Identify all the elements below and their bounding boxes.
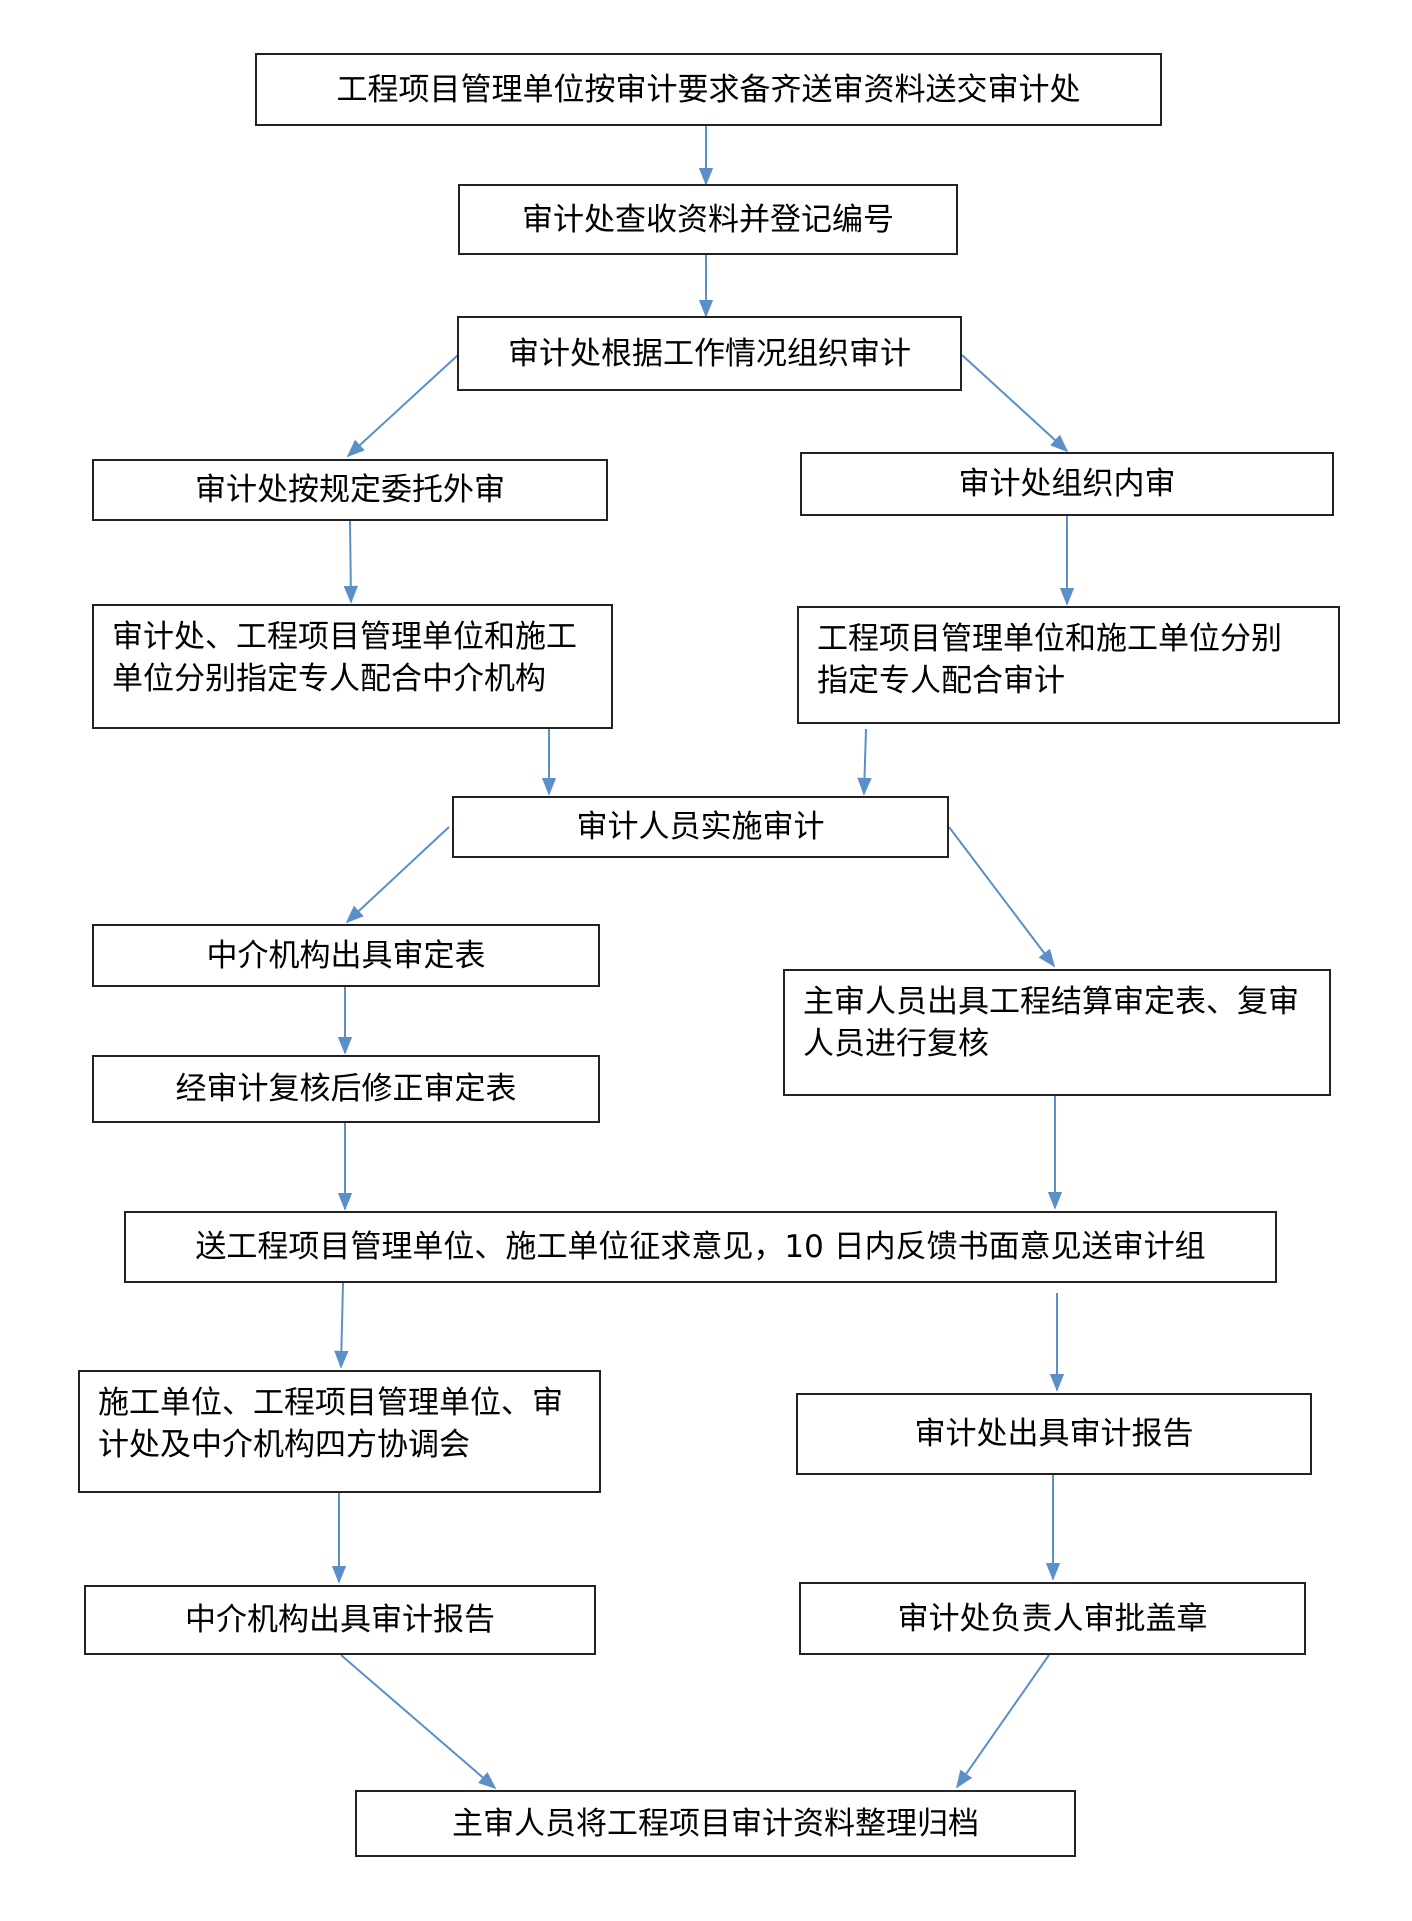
node-archive-materials-label: 主审人员将工程项目审计资料整理归档 — [452, 1805, 979, 1842]
node-assign-staff-agency-label: 审计处、工程项目管理单位和施工 单位分别指定专人配合中介机构 — [112, 619, 577, 697]
node-assign-staff-audit: 工程项目管理单位和施工单位分别 指定专人配合审计 — [797, 606, 1340, 724]
node-approve-seal: 审计处负责人审批盖章 — [799, 1582, 1306, 1655]
node-solicit-opinions: 送工程项目管理单位、施工单位征求意见，10 日内反馈书面意见送审计组 — [124, 1211, 1277, 1283]
node-approve-seal-label: 审计处负责人审批盖章 — [897, 1600, 1208, 1637]
node-solicit-opinions-label: 送工程项目管理单位、施工单位征求意见，10 日内反馈书面意见送审计组 — [195, 1229, 1206, 1265]
node-agency-audit-report-label: 中介机构出具审计报告 — [185, 1602, 495, 1638]
node-conduct-audit: 审计人员实施审计 — [452, 796, 949, 858]
node-receive-register-label: 审计处查收资料并登记编号 — [522, 201, 894, 238]
node-assign-staff-agency: 审计处、工程项目管理单位和施工 单位分别指定专人配合中介机构 — [92, 604, 613, 729]
node-submit-materials-label: 工程项目管理单位按审计要求备齐送审资料送交审计处 — [336, 71, 1081, 108]
node-internal-audit: 审计处组织内审 — [800, 452, 1334, 516]
arrow-n15-n17 — [340, 1654, 497, 1790]
arrow-n12-n13 — [334, 1282, 349, 1369]
node-submit-materials: 工程项目管理单位按审计要求备齐送审资料送交审计处 — [255, 53, 1162, 126]
node-conduct-audit-label: 审计人员实施审计 — [576, 809, 825, 845]
arrow-n4-n6 — [343, 520, 358, 604]
node-receive-register: 审计处查收资料并登记编号 — [458, 184, 958, 255]
node-external-audit: 审计处按规定委托外审 — [92, 459, 608, 521]
node-revise-approval-sheet: 经审计复核后修正审定表 — [92, 1055, 600, 1123]
arrow-n8-n10 — [948, 826, 1056, 968]
arrow-n16-n17 — [955, 1654, 1050, 1789]
arrow-n8-n9 — [345, 826, 450, 924]
node-agency-audit-report: 中介机构出具审计报告 — [84, 1585, 596, 1655]
node-four-party-meeting: 施工单位、工程项目管理单位、审 计处及中介机构四方协调会 — [78, 1370, 601, 1493]
arrow-n3-n5 — [961, 354, 1069, 453]
node-assign-staff-audit-label: 工程项目管理单位和施工单位分别 指定专人配合审计 — [817, 621, 1282, 699]
node-four-party-meeting-label: 施工单位、工程项目管理单位、审 计处及中介机构四方协调会 — [98, 1385, 563, 1463]
node-organize-audit-label: 审计处根据工作情况组织审计 — [508, 335, 911, 372]
node-internal-audit-label: 审计处组织内审 — [958, 466, 1176, 502]
arrow-n3-n4 — [346, 354, 459, 458]
node-office-audit-report-label: 审计处出具审计报告 — [914, 1416, 1194, 1452]
node-agency-approval-sheet-label: 中介机构出具审定表 — [206, 937, 486, 974]
arrow-n7-n8 — [857, 728, 872, 796]
node-organize-audit: 审计处根据工作情况组织审计 — [457, 316, 962, 391]
node-agency-approval-sheet: 中介机构出具审定表 — [92, 924, 600, 987]
node-archive-materials: 主审人员将工程项目审计资料整理归档 — [355, 1790, 1076, 1857]
node-lead-auditor-review-label: 主审人员出具工程结算审定表、复审 人员进行复核 — [803, 984, 1299, 1062]
node-lead-auditor-review: 主审人员出具工程结算审定表、复审 人员进行复核 — [783, 969, 1331, 1096]
node-revise-approval-sheet-label: 经审计复核后修正审定表 — [175, 1071, 517, 1107]
node-external-audit-label: 审计处按规定委托外审 — [195, 472, 505, 508]
node-office-audit-report: 审计处出具审计报告 — [796, 1393, 1312, 1475]
